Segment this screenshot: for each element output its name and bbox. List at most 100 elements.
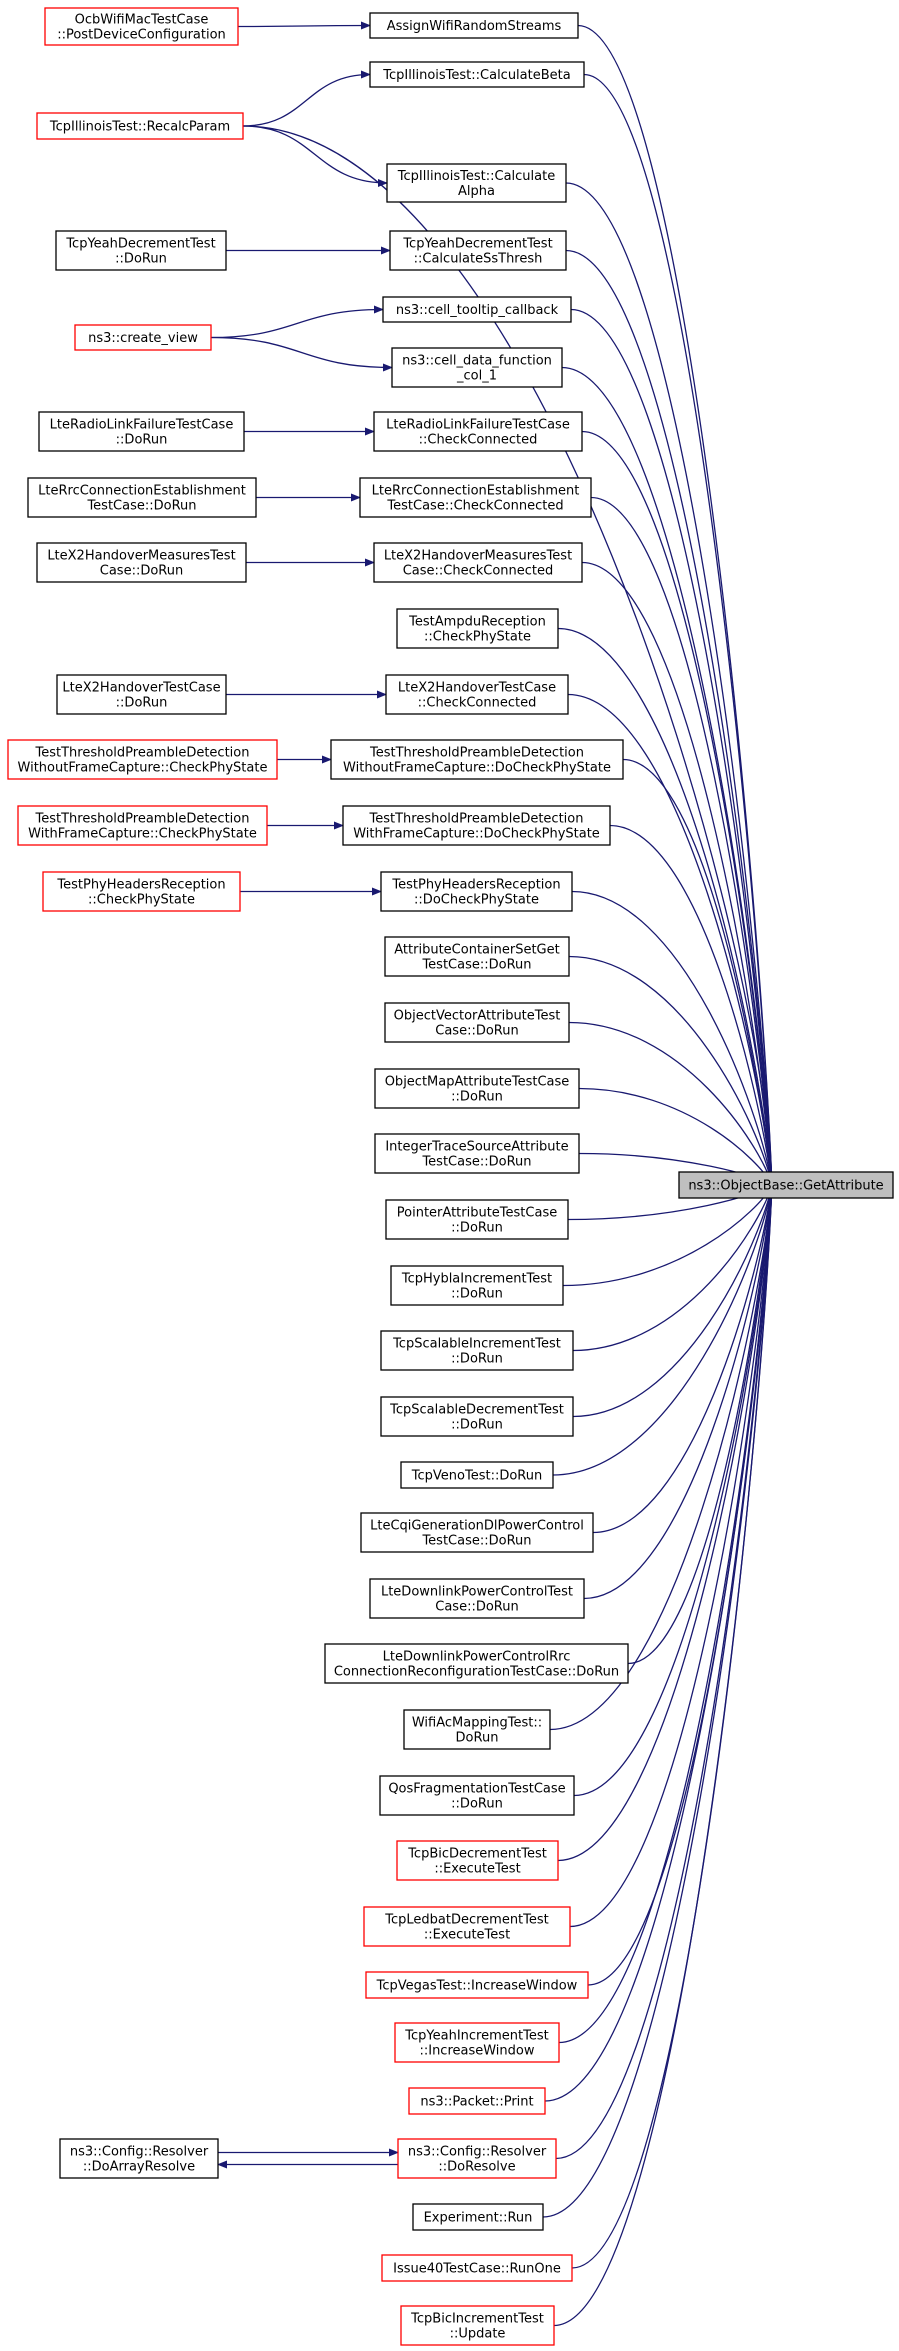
node-ltex2handovermeasurestest-case-checkconnected[interactable]: LteX2HandoverMeasuresTestCase::CheckConn… [373, 542, 583, 583]
edge-recalc-to-target [242, 125, 776, 1186]
node-box [380, 1396, 574, 1437]
node-tcpledbatdecrementtest-executetest[interactable]: TcpLedbatDecrementTest::ExecuteTest [363, 1906, 571, 1947]
node-label-line: LteX2HandoverMeasuresTest [47, 549, 235, 564]
node-pointerattributetestcase-dorun[interactable]: PointerAttributeTestCase::DoRun [385, 1199, 569, 1240]
edge-beta-to-target [583, 73, 776, 1186]
node-ns3-packet-print[interactable]: ns3::Packet::Print [408, 2087, 546, 2115]
edge-packet-to-target [544, 1184, 776, 2102]
node-testthresholdpreambledetection-withoutframecapture-checkphystate[interactable]: TestThresholdPreambleDetectionWithoutFra… [7, 739, 278, 780]
node-label-line: DoRun [456, 1731, 499, 1746]
edge-ssthresh-to-target [565, 249, 776, 1186]
node-tcpillinoistest-calculatebeta[interactable]: TcpIllinoisTest::CalculateBeta [369, 61, 585, 88]
node-label-line: ::PostDeviceConfiguration [57, 28, 226, 43]
node-box [385, 674, 569, 715]
node-objectmapattributetestcase-dorun[interactable]: ObjectMapAttributeTestCase::DoRun [374, 1068, 580, 1109]
node-box [403, 1709, 551, 1750]
node-box [384, 1002, 570, 1043]
node-ns3-config-resolver-doresolve[interactable]: ns3::Config::Resolver::DoResolve [397, 2138, 557, 2179]
node-tcphyblaincrementtest-dorun[interactable]: TcpHyblaIncrementTest::DoRun [390, 1265, 564, 1306]
node-label-line: ns3::Config::Resolver [70, 2145, 209, 2160]
edge-createview-to-tooltip [210, 305, 384, 339]
node-label-line: TestPhyHeadersReception [56, 878, 225, 893]
node-wifiacmappingtest-dorun[interactable]: WifiAcMappingTest::DoRun [403, 1709, 551, 1750]
node-tcpbicincrementtest-update[interactable]: TcpBicIncrementTest::Update [400, 2305, 555, 2346]
node-box [44, 7, 239, 46]
node-issue40testcase-runone[interactable]: Issue40TestCase::RunOne [381, 2254, 573, 2282]
node-experiment-run[interactable]: Experiment::Run [412, 2203, 544, 2231]
node-tcpyeahdecrementtest-dorun[interactable]: TcpYeahDecrementTest::DoRun [55, 230, 227, 271]
edge-wifiac-to-target [549, 1184, 776, 1731]
node-label-line: Case::CheckConnected [403, 564, 554, 579]
node-tcpillinoistest-recalcparam[interactable]: TcpIllinoisTest::RecalcParam [36, 112, 244, 140]
node-label-line: TestThresholdPreambleDetection [35, 746, 250, 761]
node-tcpyeahdecrementtest-calculatessthresh[interactable]: TcpYeahDecrementTest::CalculateSsThresh [389, 230, 567, 271]
node-ns3-config-resolver-doarrayresolve[interactable]: ns3::Config::Resolver::DoArrayResolve [59, 2138, 219, 2179]
node-label-line: TcpYeahDecrementTest [402, 237, 552, 252]
edge-alpha-to-target [565, 182, 776, 1186]
node-label-line: Case::DoRun [435, 1024, 518, 1039]
node-lterrcconnectionestablishment-testcase-dorun[interactable]: LteRrcConnectionEstablishmentTestCase::D… [27, 477, 257, 518]
node-assignwifirandomstreams[interactable]: AssignWifiRandomStreams [369, 12, 579, 39]
node-box [36, 542, 247, 583]
node-testthresholdpreambledetection-withframecapture-docheckphystate[interactable]: TestThresholdPreambleDetectionWithFrameC… [342, 805, 611, 846]
node-label-line: TcpScalableDecrementTest [389, 1403, 564, 1418]
node-ocbwifimactestcase-postdeviceconfiguration[interactable]: OcbWifiMacTestCase::PostDeviceConfigurat… [44, 7, 239, 46]
node-tcpvegastest-increasewindow[interactable]: TcpVegasTest::IncreaseWindow [365, 1971, 589, 1999]
node-label-line: TcpVenoTest::DoRun [411, 1469, 542, 1484]
node-ns3-create-view[interactable]: ns3::create_view [74, 324, 212, 351]
edge-rrccc-to-target [590, 496, 776, 1186]
node-label-line: _col_1 [456, 369, 497, 384]
node-label-line: AssignWifiRandomStreams [387, 19, 562, 34]
node-label-line: ConnectionReconfigurationTestCase::DoRun [334, 1665, 619, 1680]
node-ltex2handovertestcase-dorun[interactable]: LteX2HandoverTestCase::DoRun [56, 674, 227, 715]
node-label-line: TcpScalableIncrementTest [392, 1337, 561, 1352]
node-label-line: ::DoRun [115, 252, 167, 267]
node-testphyheadersreception-docheckphystate[interactable]: TestPhyHeadersReception::DoCheckPhyState [380, 871, 573, 912]
node-tcpscalableincrementtest-dorun[interactable]: TcpScalableIncrementTest::DoRun [380, 1330, 574, 1371]
node-box [360, 1512, 594, 1553]
node-ns3-cell-data-function-col-1[interactable]: ns3::cell_data_function_col_1 [391, 347, 563, 388]
node-label-line: TestPhyHeadersReception [391, 878, 560, 893]
edge-cqi-to-target [592, 1184, 775, 1534]
node-integertracesourceattribute-testcase-dorun[interactable]: IntegerTraceSourceAttributeTestCase::DoR… [374, 1133, 580, 1174]
node-tcpvenotest-dorun[interactable]: TcpVenoTest::DoRun [400, 1461, 554, 1489]
node-label-line: Issue40TestCase::RunOne [393, 2262, 561, 2277]
node-testphyheadersreception-checkphystate[interactable]: TestPhyHeadersReception::CheckPhyState [42, 871, 241, 912]
node-box [330, 739, 624, 780]
edge-yeahinc-to-target [558, 1184, 776, 2044]
node-label-line: WithoutFrameCapture::DoCheckPhyState [343, 761, 611, 776]
node-tcpbicdecrementtest-executetest[interactable]: TcpBicDecrementTest::ExecuteTest [396, 1840, 559, 1881]
node-box [369, 12, 579, 39]
node-label-line: WithFrameCapture::DoCheckPhyState [353, 827, 600, 842]
node-label-line: TestCase::DoRun [421, 1155, 531, 1170]
node-qosfragmentationtestcase-dorun[interactable]: QosFragmentationTestCase::DoRun [379, 1775, 575, 1816]
node-ltecqigenerationdlpowercontrol-testcase-dorun[interactable]: LteCqiGenerationDlPowerControlTestCase::… [360, 1512, 594, 1553]
edge-scaldec-to-target [572, 1184, 775, 1418]
node-label-line: TcpBicIncrementTest [410, 2312, 544, 2327]
node-testthresholdpreambledetection-withframecapture-checkphystate[interactable]: TestThresholdPreambleDetectionWithFrameC… [17, 805, 268, 846]
node-lterrcconnectionestablishment-testcase-checkconnected[interactable]: LteRrcConnectionEstablishmentTestCase::C… [359, 477, 592, 518]
node-ltedownlinkpowercontrolrrc-connectionreconfigurationtestcase-dorun[interactable]: LteDownlinkPowerControlRrcConnectionReco… [324, 1643, 629, 1684]
node-tcpyeahincrementtest-increasewindow[interactable]: TcpYeahIncrementTest::IncreaseWindow [394, 2022, 560, 2063]
node-ltex2handovertestcase-checkconnected[interactable]: LteX2HandoverTestCase::CheckConnected [385, 674, 569, 715]
node-lteradiolinkfailuretestcase-dorun[interactable]: LteRadioLinkFailureTestCase::DoRun [38, 411, 245, 452]
node-box [400, 2305, 555, 2346]
node-ns3-cell-tooltip-callback[interactable]: ns3::cell_tooltip_callback [382, 296, 572, 323]
node-box [38, 411, 245, 452]
node-label-line: TcpIllinoisTest::Calculate [397, 169, 555, 184]
edge-objmap-to-target [578, 1087, 773, 1186]
node-tcpscalabledecrementtest-dorun[interactable]: TcpScalableDecrementTest::DoRun [380, 1396, 574, 1437]
node-testampdureception-checkphystate[interactable]: TestAmpduReception::CheckPhyState [396, 608, 559, 649]
node-label-line: TcpYeahDecrementTest [65, 237, 215, 252]
edge-ampdu-to-target [557, 627, 776, 1186]
node-box [373, 411, 583, 452]
node-lteradiolinkfailuretestcase-checkconnected[interactable]: LteRadioLinkFailureTestCase::CheckConnec… [373, 411, 583, 452]
node-label-line: TestCase::DoRun [86, 499, 196, 514]
node-label-line: LteDownlinkPowerControlRrc [383, 1650, 571, 1665]
node-testthresholdpreambledetection-withoutframecapture-docheckphystate[interactable]: TestThresholdPreambleDetectionWithoutFra… [330, 739, 624, 780]
